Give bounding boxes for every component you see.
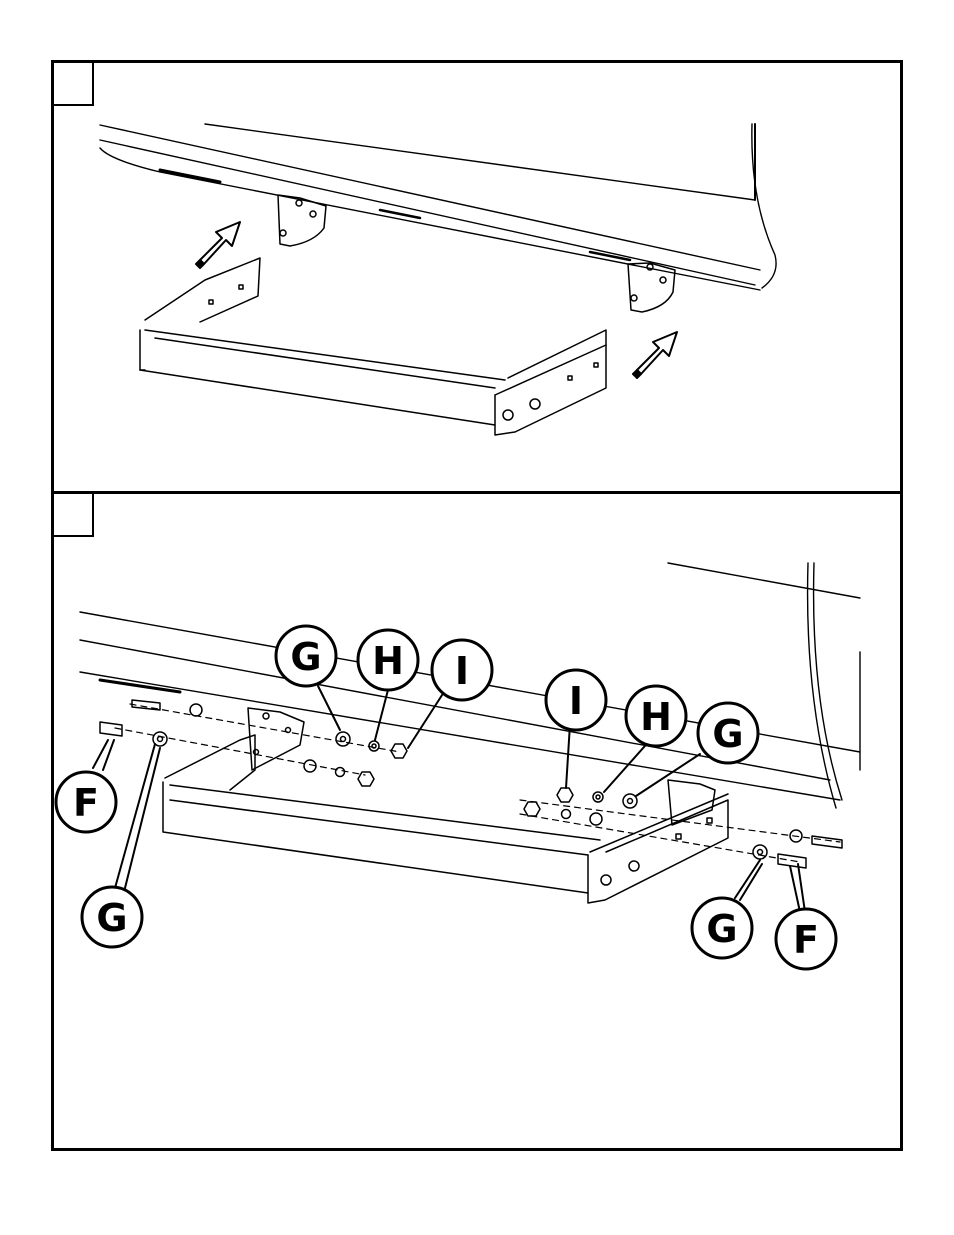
mounting-bracket-left-2 [248,708,304,770]
callout-label-g-right-bottom: G [706,907,737,951]
callout-label-g-right-top: G [712,712,743,756]
callout-label-g-left-top: G [290,635,321,679]
arrow-icon-right [633,332,677,378]
mounting-bracket-right-1 [628,263,675,312]
callout-label-f-left: F [73,781,99,825]
running-board-step-1 [140,258,606,435]
running-board-step-2 [163,735,728,903]
callout-leader-lines [93,686,805,912]
callout-label-i-left-top: I [455,649,469,693]
callout-label-i-right-top: I [569,679,583,723]
arrow-icon-left [196,222,240,268]
callout-label-h-left-top: H [372,639,404,683]
callout-label-g-left-bottom: G [96,896,127,940]
callout-label-h-right-top: H [640,695,672,739]
fasteners-right [524,788,842,868]
callout-label-f-right: F [793,918,819,962]
